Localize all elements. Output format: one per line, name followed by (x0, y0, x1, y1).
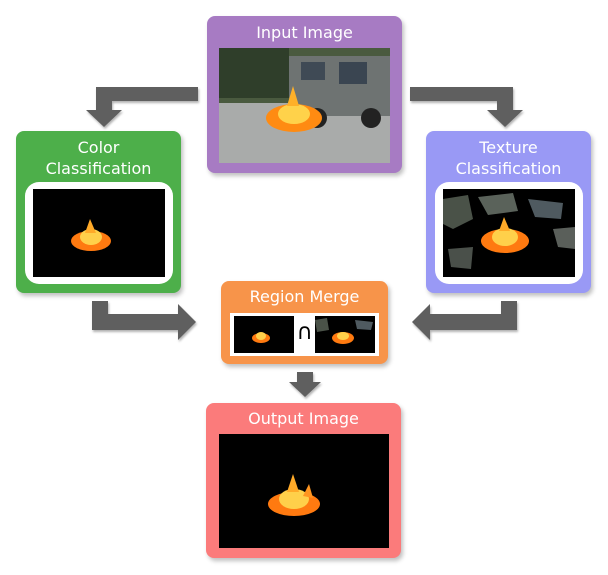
region-merge-node: Region Merge ∩ (221, 281, 388, 364)
intersection-operator: ∩ (296, 320, 313, 345)
output-image-node: Output Image (206, 403, 401, 558)
color-classification-title-line2: Classification (45, 159, 152, 178)
arrow-input-to-texture (410, 87, 523, 127)
arrow-texture-to-merge (412, 301, 517, 340)
texture-classification-frame (435, 182, 583, 284)
region-merge-title: Region Merge (249, 287, 360, 306)
arrow-color-to-merge (92, 301, 196, 340)
texture-classification-title-line2: Classification (455, 159, 562, 178)
color-classification-result (33, 189, 165, 277)
texture-classification-node: Texture Classification (426, 131, 591, 293)
merge-texture-thumbnail (315, 316, 375, 353)
color-classification-node: Color Classification (16, 131, 181, 293)
color-classification-frame (25, 182, 173, 284)
texture-classification-result (443, 189, 575, 277)
merge-color-thumbnail (234, 316, 294, 353)
color-classification-title-line1: Color (77, 138, 120, 157)
arrow-merge-to-output (289, 372, 321, 397)
input-image-node: Input Image (207, 16, 402, 173)
arrow-input-to-color (86, 87, 198, 127)
input-image-title: Input Image (256, 23, 353, 42)
texture-classification-title-line1: Texture (479, 138, 538, 157)
output-result (219, 434, 389, 548)
region-merge-strip: ∩ (230, 313, 379, 356)
input-photo (219, 48, 390, 163)
output-image-title: Output Image (248, 409, 359, 428)
